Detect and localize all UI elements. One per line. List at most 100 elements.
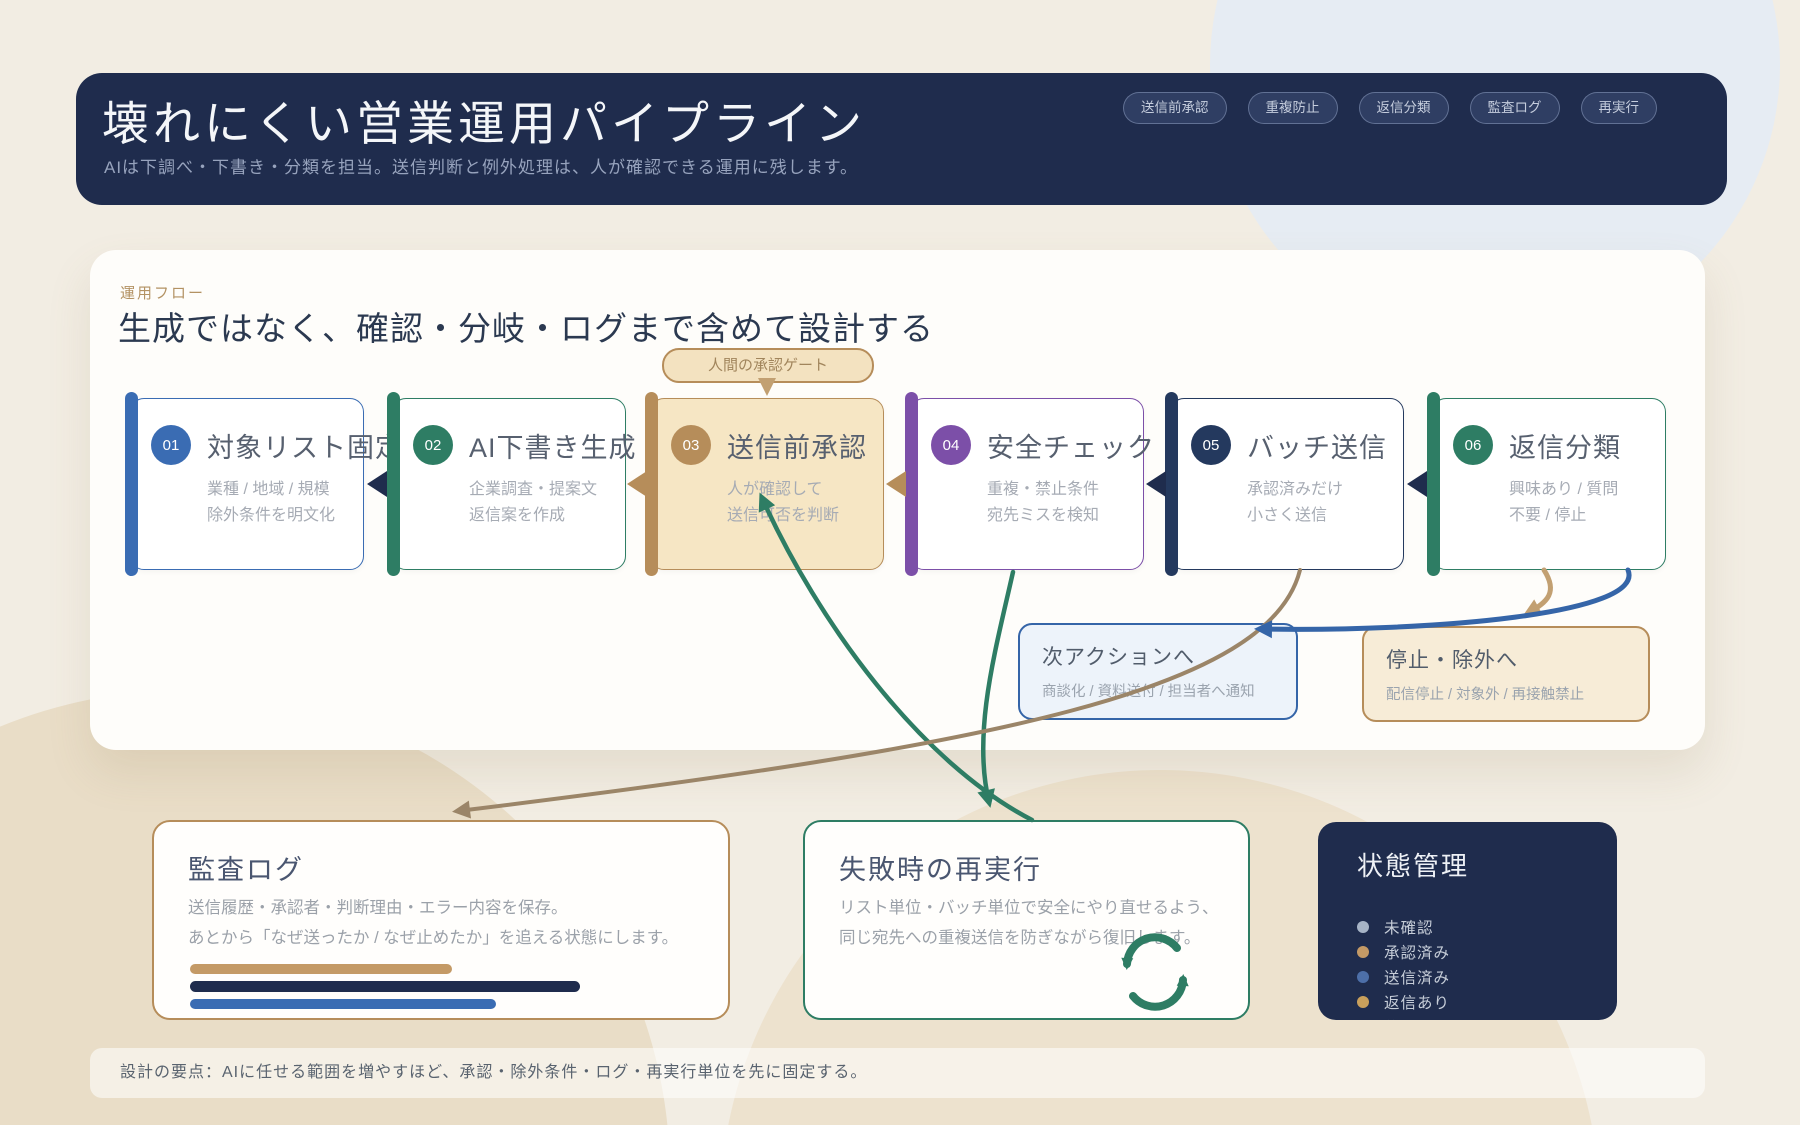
status-label: 停止 <box>1384 1016 1417 1021</box>
step-card-ai-draft: 02 AI下書き生成 企業調査・提案文 返信案を作成 <box>387 392 636 576</box>
step-description: 企業調査・提案文 返信案を作成 <box>469 477 625 530</box>
step-header: 01 対象リスト固定 <box>151 425 402 465</box>
step-line: 返信案を作成 <box>469 507 566 525</box>
section-eyebrow: 運用フロー <box>120 285 206 302</box>
flow-section-card: 運用フロー 生成ではなく、確認・分岐・ログまで含めて設計する 人間の承認ゲート … <box>90 250 1705 750</box>
step-header: 02 AI下書き生成 <box>413 425 636 465</box>
step-description: 興味あり / 質問 不要 / 停止 <box>1509 477 1665 530</box>
page-subtitle: AIは下調べ・下書き・分類を担当。送信判断と例外処理は、人が確認できる運用に残し… <box>104 158 859 177</box>
legend-row-sent: 送信済み <box>1357 964 1450 989</box>
step-number-badge: 02 <box>413 425 453 465</box>
status-dot <box>1357 920 1369 933</box>
retry-cycle-icon <box>1121 933 1189 1011</box>
connector-triangle-icon <box>886 471 906 497</box>
legend-row-unconfirmed: 未確認 <box>1357 914 1450 939</box>
step-accent-bar <box>645 392 658 576</box>
audit-log-title: 監査ログ <box>188 855 304 885</box>
retry-line: リスト単位・バッチ単位で安全にやり直せるよう、 <box>839 899 1219 917</box>
header-tag-list: 送信前承認 重複防止 返信分類 監査ログ 再実行 <box>1123 92 1657 124</box>
audit-log-card: 監査ログ 送信履歴・承認者・判断理由・エラー内容を保存。 あとから「なぜ送ったか… <box>152 820 730 1020</box>
step-line: 不要 / 停止 <box>1509 507 1587 525</box>
connector-triangle-icon <box>627 471 647 497</box>
header-banner: 壊れにくい営業運用パイプライン AIは下調べ・下書き・分類を担当。送信判断と例外… <box>76 73 1727 205</box>
step-card-safety-check: 04 安全チェック 重複・禁止条件 宛先ミスを検知 <box>905 392 1154 576</box>
step-accent-bar <box>1427 392 1440 576</box>
status-label: 承認済み <box>1384 944 1451 962</box>
step-accent-bar <box>387 392 400 576</box>
step-title: 返信分類 <box>1509 432 1621 463</box>
step-line: 重複・禁止条件 <box>987 481 1100 498</box>
human-approval-gate-badge: 人間の承認ゲート <box>662 348 874 383</box>
connector-triangle-icon <box>1146 471 1166 497</box>
step-line: 業種 / 地域 / 規模 <box>207 481 330 498</box>
branch-title: 停止・除外へ <box>1386 649 1518 672</box>
step-title: AI下書き生成 <box>469 432 637 463</box>
retry-card: 失敗時の再実行 リスト単位・バッチ単位で安全にやり直せるよう、 同じ宛先への重複… <box>803 820 1250 1020</box>
audit-log-line: 送信履歴・承認者・判断理由・エラー内容を保存。 <box>188 899 568 917</box>
step-number-badge: 06 <box>1453 425 1493 465</box>
audit-bar-tan <box>190 964 452 974</box>
step-title: バッチ送信 <box>1247 432 1387 463</box>
step-description: 重複・禁止条件 宛先ミスを検知 <box>987 477 1143 530</box>
status-title: 状態管理 <box>1357 851 1470 881</box>
step-line: 企業調査・提案文 <box>469 481 598 498</box>
audit-log-description: 送信履歴・承認者・判断理由・エラー内容を保存。 あとから「なぜ送ったか / なぜ… <box>188 894 678 953</box>
step-accent-bar <box>1165 392 1178 576</box>
status-label: 未確認 <box>1384 919 1434 937</box>
step-line: 人が確認して <box>727 481 823 498</box>
status-dot <box>1357 945 1369 958</box>
step-number-badge: 03 <box>671 425 711 465</box>
step-description: 承認済みだけ 小さく送信 <box>1247 477 1403 530</box>
step-number-badge: 01 <box>151 425 191 465</box>
branch-card-stop-exclude: 停止・除外へ 配信停止 / 対象外 / 再接触禁止 <box>1362 626 1650 722</box>
status-management-card: 状態管理 未確認 承認済み 送信済み 返信あり 停止 <box>1318 822 1617 1020</box>
status-legend: 未確認 承認済み 送信済み 返信あり 停止 <box>1357 914 1450 1020</box>
audit-log-line: あとから「なぜ送ったか / なぜ止めたか」を追える状態にします。 <box>188 928 679 947</box>
retry-line: 同じ宛先への重複送信を防ぎながら復旧します。 <box>839 928 1201 947</box>
legend-row-stopped: 停止 <box>1357 1014 1450 1021</box>
step-line: 承認済みだけ <box>1247 481 1344 498</box>
step-accent-bar <box>125 392 138 576</box>
legend-row-replied: 返信あり <box>1357 989 1450 1014</box>
step-description: 業種 / 地域 / 規模 除外条件を明文化 <box>207 477 363 530</box>
step-card-batch-send: 05 バッチ送信 承認済みだけ 小さく送信 <box>1165 392 1404 576</box>
tag-pill-dedupe: 重複防止 <box>1247 92 1338 124</box>
step-title: 対象リスト固定 <box>207 432 403 463</box>
tag-pill-retry: 再実行 <box>1580 92 1657 124</box>
tag-pill-reply-class: 返信分類 <box>1358 92 1449 124</box>
step-title: 送信前承認 <box>727 432 867 463</box>
tag-pill-audit-log: 監査ログ <box>1469 92 1560 124</box>
connector-triangle-icon <box>1407 471 1427 497</box>
step-header: 06 返信分類 <box>1453 425 1665 465</box>
retry-title: 失敗時の再実行 <box>839 855 1042 885</box>
status-label: 送信済み <box>1384 969 1451 987</box>
step-line: 送信可否を判断 <box>727 507 840 525</box>
step-header: 04 安全チェック <box>931 425 1154 465</box>
step-accent-bar <box>905 392 918 576</box>
branch-title: 次アクションへ <box>1042 646 1195 669</box>
retry-description: リスト単位・バッチ単位で安全にやり直せるよう、 同じ宛先への重複送信を防ぎながら… <box>839 894 1219 953</box>
step-description: 人が確認して 送信可否を判断 <box>727 477 883 530</box>
tag-pill-approval: 送信前承認 <box>1123 92 1227 124</box>
design-note-text: 設計の要点：AIに任せる範囲を増やすほど、承認・除外条件・ログ・再実行単位を先に… <box>120 1064 868 1081</box>
step-card-reply-classify: 06 返信分類 興味あり / 質問 不要 / 停止 <box>1427 392 1666 576</box>
page-title: 壊れにくい営業運用パイプライン <box>102 99 867 151</box>
step-line: 小さく送信 <box>1247 507 1328 525</box>
step-header: 03 送信前承認 <box>671 425 883 465</box>
branch-card-next-action: 次アクションへ 商談化 / 資料送付 / 担当者へ通知 <box>1018 623 1298 720</box>
status-dot <box>1357 995 1369 1008</box>
status-label: 返信あり <box>1384 994 1451 1012</box>
step-line: 興味あり / 質問 <box>1509 481 1619 498</box>
step-card-pre-send-approval: 03 送信前承認 人が確認して 送信可否を判断 <box>645 392 884 576</box>
step-card-target-list: 01 対象リスト固定 業種 / 地域 / 規模 除外条件を明文化 <box>125 392 402 576</box>
branch-subtitle: 商談化 / 資料送付 / 担当者へ通知 <box>1042 684 1255 700</box>
legend-row-approved: 承認済み <box>1357 939 1450 964</box>
status-dot <box>1357 970 1369 983</box>
audit-bar-navy <box>190 981 580 992</box>
step-line: 除外条件を明文化 <box>207 507 336 525</box>
branch-subtitle: 配信停止 / 対象外 / 再接触禁止 <box>1386 687 1585 703</box>
section-heading: 生成ではなく、確認・分岐・ログまで含めて設計する <box>118 312 934 348</box>
step-header: 05 バッチ送信 <box>1191 425 1403 465</box>
connector-triangle-icon <box>367 471 387 497</box>
